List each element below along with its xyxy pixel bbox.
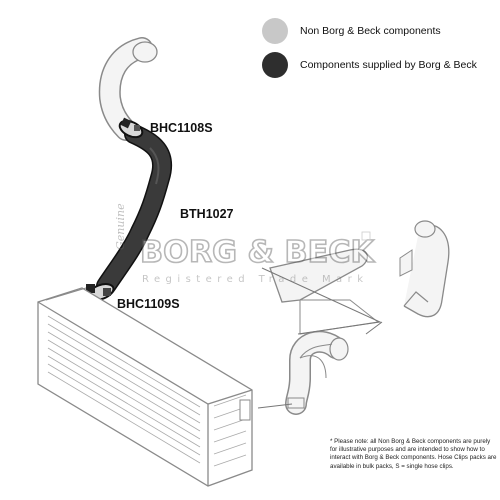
connection-guide-lines: [257, 267, 383, 409]
watermark-brand: BORG & BECK: [140, 235, 376, 270]
lower-elbow-hose: [285, 330, 349, 415]
legend-borg-beck-supplied: Components supplied by Borg & Beck: [262, 52, 477, 78]
brand-watermark: Genuine BORG & BECK Registered Trade Mar…: [114, 203, 377, 285]
footnote: * Please note: all Non Borg & Beck compo…: [330, 438, 497, 470]
watermark-tagline: Registered Trade Mark: [142, 274, 366, 285]
legend-borg-beck-label: Components supplied by Borg & Beck: [300, 59, 477, 71]
legend-dark-swatch: [262, 52, 288, 78]
upper-intake-hose: [98, 37, 158, 141]
turbo-hose-bth1027: [96, 124, 173, 296]
part-label-bhc1109s: BHC1109S: [117, 297, 180, 311]
intercooler: [37, 287, 253, 487]
legend-non-borg-beck-label: Non Borg & Beck components: [300, 25, 441, 37]
part-label-bth1027: BTH1027: [180, 207, 234, 221]
legend-light-swatch: [262, 18, 288, 44]
legend-non-borg-beck: Non Borg & Beck components: [262, 18, 441, 44]
intercooler-outlet-hose: [299, 343, 333, 379]
part-label-bhc1108s: BHC1108S: [150, 121, 213, 135]
watermark-script: Genuine: [114, 203, 127, 250]
intake-pipe-assembly: [269, 220, 450, 335]
hose-clip-bhc1108s: [118, 117, 144, 139]
